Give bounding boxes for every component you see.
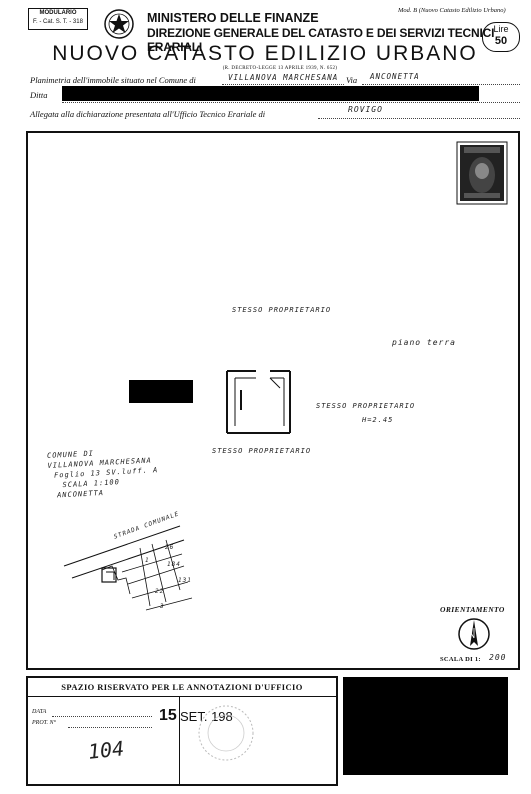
modulario-label: MODULARIO	[39, 10, 77, 16]
redacted-owner	[62, 86, 479, 101]
via-value: ANCONETTA	[370, 72, 420, 81]
ufficio-line	[318, 118, 520, 119]
ministry-name: MINISTERO DELLE FINANZE	[147, 11, 319, 25]
date-month-year: SET. 198	[180, 709, 233, 724]
ditta-label: Ditta	[30, 90, 48, 100]
planimetria-label: Planimetria dell'immobile situato nel Co…	[30, 75, 196, 85]
ufficio-value: ROVIGO	[348, 105, 383, 114]
lire-value: 50	[494, 35, 508, 47]
parcel-number-3: 184	[167, 561, 181, 568]
model-label: Mod. B (Nuovo Catasto Edilizio Urbano)	[398, 7, 506, 14]
parcel-number-5: 22	[155, 588, 165, 595]
neighbor-label-right: STESSO PROPRIETARIO	[316, 402, 416, 410]
lire-badge: Lire 50	[482, 22, 520, 52]
scale-value: 200	[489, 653, 507, 662]
orientation-label: ORIENTAMENTO	[440, 605, 505, 614]
via-label: Via	[346, 75, 358, 85]
date-line	[52, 716, 152, 717]
location-block: COMUNE DI VILLANOVA MARCHESANA Foglio 13…	[47, 445, 160, 501]
parcel-number-4: 131	[178, 577, 192, 584]
floor-label: piano terra	[392, 338, 456, 347]
scale-label: SCALA DI 1:	[440, 656, 481, 663]
lire-label: Lire	[493, 24, 509, 34]
protocol-label: PROT. N°	[32, 720, 56, 726]
modulario-code: F. - Cat. S. T. - 318	[33, 19, 83, 25]
room-height: H=2.45	[362, 416, 394, 424]
cadastral-map-sketch	[63, 525, 193, 611]
comune-value: VILLANOVA MARCHESANA	[228, 73, 339, 82]
emblem-icon	[104, 9, 134, 39]
office-annotations-box	[26, 676, 338, 786]
decree-reference: (R. DECRETO-LEGGE 13 APRILE 1939, N. 652…	[222, 66, 338, 71]
protocol-line	[68, 727, 152, 728]
date-label: DATA	[32, 709, 47, 715]
comune-line	[222, 84, 344, 85]
allegata-label: Allegata alla dichiarazione presentata a…	[30, 109, 266, 119]
office-divider	[179, 697, 180, 785]
document-title: NUOVO CATASTO EDILIZIO URBANO	[52, 42, 478, 65]
directorate-name: DIREZIONE GENERALE DEL CATASTO E DEI SER…	[147, 26, 495, 54]
plan-frame	[26, 131, 520, 670]
revenue-stamp-icon	[456, 141, 508, 205]
redacted-block	[129, 380, 193, 403]
office-annotations-title: SPAZIO RISERVATO PER LE ANNOTAZIONI D'UF…	[28, 678, 336, 697]
via-line	[362, 84, 520, 85]
parcel-number-1: 26	[165, 544, 175, 551]
redacted-signature-area	[343, 677, 508, 775]
parcel-number-6: 3	[160, 603, 165, 610]
modulario-box: MODULARIO F. - Cat. S. T. - 318	[28, 8, 88, 30]
north-arrow-icon	[458, 618, 490, 650]
protocol-number: 104	[86, 736, 126, 764]
parcel-number-2: 1	[145, 557, 150, 564]
date-day: 15	[159, 707, 177, 724]
neighbor-label-top: STESSO PROPRIETARIO	[232, 306, 332, 314]
floor-plan-drawing	[226, 370, 291, 434]
ditta-line	[62, 102, 520, 103]
office-seal-icon	[198, 705, 254, 761]
neighbor-label-bottom: STESSO PROPRIETARIO	[212, 447, 312, 455]
